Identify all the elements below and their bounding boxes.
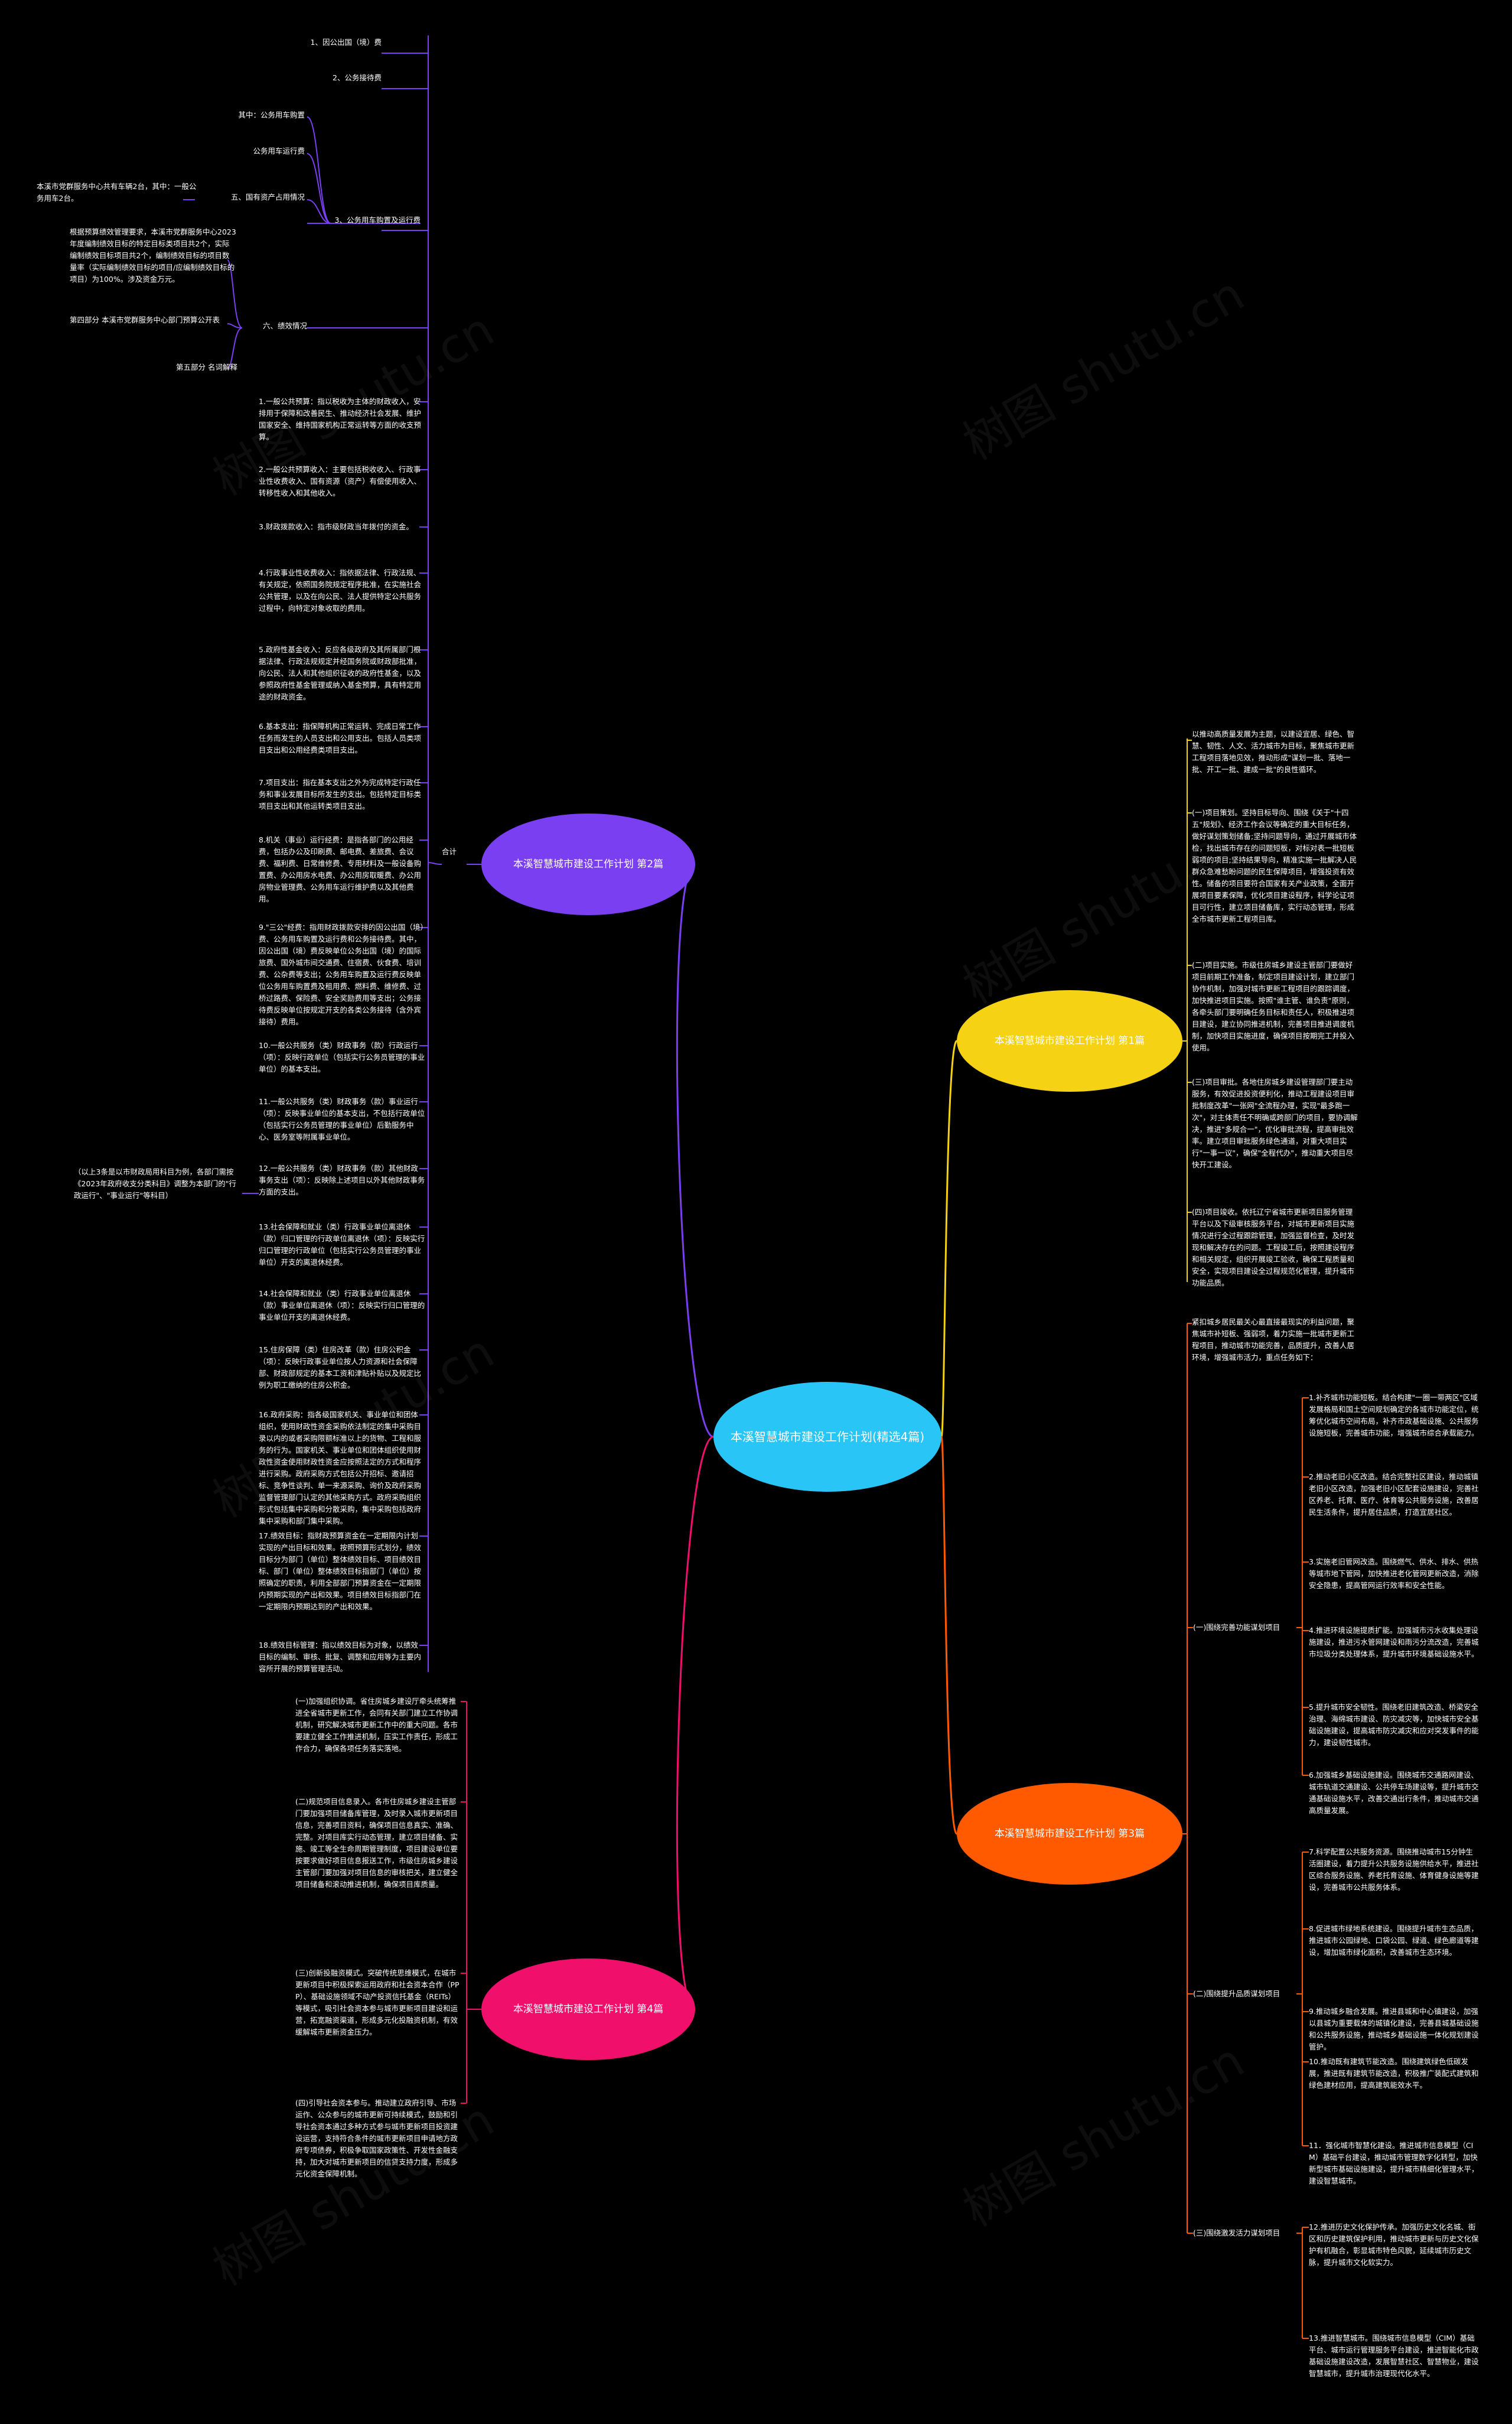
connector bbox=[428, 862, 442, 865]
b3-item: 12.推进历史文化保护传承。加强历史文化名城、街区和历史建筑保护利用，推动城市更… bbox=[1309, 2223, 1479, 2267]
b3-item: 2.推动老旧小区改造。结合完整社区建设，推动城镇老旧小区改造，加强老旧小区配套设… bbox=[1309, 1472, 1479, 1517]
b2-term-18: 18.绩效目标管理：指以绩效目标为对象，以绩效目标的编制、审核、批复、调整和应用… bbox=[259, 1641, 422, 1673]
b1-intro: 以推动高质量发展为主题，以建设宜居、绿色、智慧、韧性、人文、活力城市为目标，聚焦… bbox=[1192, 730, 1355, 774]
b3-group-1: (一)围绕完善功能谋划项目 bbox=[1193, 1623, 1280, 1632]
b3-item: 4.推进环境设施提质扩能。加强城市污水收集处理设施建设，推进污水管网建设和雨污分… bbox=[1309, 1626, 1479, 1658]
b2-term-4: 4.行政事业性收费收入：指依据法律、行政法规、有关规定，依照国务院规定程序批准，… bbox=[259, 568, 422, 613]
b2-term-15: 15.住房保障（类）住房改革（款）住房公积金（项）：反映行政事业单位按人力资源和… bbox=[259, 1345, 422, 1390]
b1-item-1: (一)项目策划。坚持目标导向、围绕《关于"十四五"规划》、经济工作会议等确定的重… bbox=[1192, 808, 1357, 923]
b3-item: 8.促进城市绿地系统建设。围绕提升城市生态品质，推进城市公园绿地、口袋公园、绿道… bbox=[1309, 1924, 1479, 1957]
connector bbox=[940, 1436, 958, 1835]
b3-item: 9.推动城乡融合发展。推进县城和中心镇建设，加强以县城为重要载体的城镇化建设，完… bbox=[1309, 2007, 1479, 2051]
b3-group-2: (二)围绕提升品质谋划项目 bbox=[1193, 1989, 1280, 1998]
b1-item-4: (四)项目竣收。依托辽宁省城市更新项目服务管理平台以及下级审核服务平台，对城市更… bbox=[1192, 1208, 1355, 1287]
b1-item-2: (二)项目实施。市级住房城乡建设主管部门要做好项目前期工作准备，制定项目建设计划… bbox=[1192, 961, 1355, 1052]
total-hub-label: 合计 bbox=[442, 847, 457, 856]
b2-term-7: 7.项目支出：指在基本支出之外为完成特定行政任务和事业发展目标所发生的支出。包括… bbox=[259, 778, 422, 811]
branch-3-node[interactable]: 本溪智慧城市建设工作计划 第3篇 bbox=[957, 1783, 1182, 1885]
b2-item-vehicle-purchase: 其中：公务用车购置 bbox=[238, 110, 305, 119]
branch-4-node[interactable]: 本溪智慧城市建设工作计划 第4篇 bbox=[481, 1958, 695, 2060]
b2-item-vehicle: 3、公务用车购置及运行费 bbox=[334, 216, 421, 224]
b2-item-performance: 六、绩效情况 bbox=[262, 321, 307, 330]
b2-item-performance-detail: 根据预算绩效管理要求，本溪市党群服务中心2023年度编制绩效目标的特定目标类项目… bbox=[70, 227, 236, 284]
b2-term-17: 17.绩效目标：指财政预算资金在一定期限内计划实现的产出目标和效果。按照预算形式… bbox=[259, 1531, 422, 1611]
b2-item-assets-detail: 本溪市党群服务中心共有车辆2台，其中：一般公务用车2台。 bbox=[37, 182, 197, 203]
b2-item-part5: 第五部分 名词解释 bbox=[176, 363, 237, 372]
b3-item: 13.推进智慧城市。围绕城市信息模型（CIM）基础平台、城市运行管理服务平台建设… bbox=[1309, 2334, 1479, 2378]
b1-item-3: (三)项目审批。各地住房城乡建设管理部门要主动服务，有效促进投资便利化，推动工程… bbox=[1192, 1078, 1358, 1169]
b3-item: 3.实施老旧管网改造。围绕燃气、供水、排水、供热等城市地下管网，加快推进老化管网… bbox=[1309, 1557, 1479, 1590]
b2-term-16: 16.政府采购：指各级国家机关、事业单位和团体组织，使用财政性资金采购依法制定的… bbox=[259, 1410, 422, 1525]
b2-item-vehicle-run: 公务用车运行费 bbox=[253, 147, 305, 155]
b2-note: （以上3条是以市财政局用科目为例，各部门需按《2023年政府收支分类科目》调整为… bbox=[74, 1167, 237, 1200]
b2-term-6: 6.基本支出：指保障机构正常运转、完成日常工作任务而发生的人员支出和公用支出。包… bbox=[259, 722, 422, 754]
connector bbox=[940, 1040, 958, 1438]
b2-term-11: 11.一般公共服务（类）财政事务（款）事业运行（项）：反映事业单位的基本支出，不… bbox=[259, 1097, 425, 1141]
b2-term-8: 8.机关（事业）运行经费：是指各部门的公用经费，包括办公及印刷费、邮电费、差旅费… bbox=[259, 835, 422, 903]
b2-term-12: 12.一般公共服务（类）财政事务（款）其他财政事务支出（项）：反映除上述项目以外… bbox=[259, 1164, 425, 1196]
connector bbox=[307, 199, 331, 224]
b2-item-reception: 2、公务接待费 bbox=[333, 73, 382, 82]
b2-term-3: 3.财政拨款收入：指市级财政当年拨付的资金。 bbox=[259, 522, 413, 531]
b4-item-1: (一)加强组织协调。省住房城乡建设厅牵头统筹推进全省城市更新工作，会同有关部门建… bbox=[295, 1697, 458, 1753]
b2-term-5: 5.政府性基金收入：反应各级政府及其所属部门根据法律、行政法规规定并经国务院或财… bbox=[259, 645, 422, 701]
b4-item-2: (二)规范项目信息录入。各市住房城乡建设主管部门要加强项目储备库管理，及时录入城… bbox=[295, 1797, 458, 1889]
b3-item: 10.推动既有建筑节能改造。围绕建筑绿色低碳发展，推进既有建筑节能改造，积极推广… bbox=[1309, 2057, 1479, 2090]
b3-intro: 紧扣城乡居民最关心最直接最现实的利益问题，聚焦城市补短板、强弱项，着力实施一批城… bbox=[1192, 1317, 1355, 1362]
b2-term-10: 10.一般公共服务（类）财政事务（款）行政运行（项）：反映行政单位（包括实行公务… bbox=[259, 1041, 425, 1073]
branch-1-node[interactable]: 本溪智慧城市建设工作计划 第1篇 bbox=[957, 990, 1182, 1092]
b3-item: 1.补齐城市功能短板。结合构建"一圈一带两区"区域发展格局和国土空间规划确定的各… bbox=[1309, 1393, 1479, 1437]
connector bbox=[227, 323, 243, 328]
b2-term-9: 9."三公"经费：指用财政拨款安排的因公出国（境）费、公务用车购置及运行费和公务… bbox=[259, 923, 424, 1026]
connector bbox=[227, 327, 243, 369]
b4-item-4: (四)引导社会资本参与。推动建立政府引导、市场运作、公众参与的城市更新可持续模式… bbox=[295, 2098, 458, 2178]
b3-item: 7.科学配置公共服务资源。围绕推动城市15分钟生活圈建设，着力提升公共服务设施供… bbox=[1309, 1847, 1479, 1892]
b2-term-14: 14.社会保障和就业（类）行政事业单位离退休（款）事业单位离退休（项）：反映实行… bbox=[259, 1289, 425, 1322]
root-node[interactable]: 本溪智慧城市建设工作计划(精选4篇) bbox=[713, 1382, 941, 1492]
b2-term-2: 2.一般公共预算收入：主要包括税收收入、行政事业性收费收入、国有资源（资产）有偿… bbox=[259, 465, 422, 497]
b2-item-part4: 第四部分 本溪市党群服务中心部门预算公开表 bbox=[70, 315, 220, 324]
connector bbox=[227, 259, 243, 328]
branch-2-node[interactable]: 本溪智慧城市建设工作计划 第2篇 bbox=[481, 814, 695, 915]
connector bbox=[307, 116, 331, 224]
b3-item: 5.提升城市安全韧性。围绕老旧建筑改造、桥梁安全治理、海绵城市建设、防灾减灾等，… bbox=[1309, 1703, 1479, 1747]
b2-term-13: 13.社会保障和就业（类）行政事业单位离退休（款）归口管理的行政单位离退休（项）… bbox=[259, 1222, 425, 1267]
connector bbox=[676, 1436, 714, 2010]
b4-item-3: (三)创新投融资模式。突破传统思维模式，在城市更新项目中积极探索运用政府和社会资… bbox=[295, 1969, 460, 2036]
connector bbox=[307, 153, 331, 224]
b2-item-assets: 五、国有资产占用情况 bbox=[230, 193, 305, 201]
b2-term-1: 1.一般公共预算：指以税收为主体的财政收入，安排用于保障和改善民生、推动经济社会… bbox=[259, 397, 422, 441]
b3-item: 6.加强城乡基础设施建设。围绕城市交通路网建设、城市轨道交通建设、公共停车场建设… bbox=[1309, 1771, 1479, 1815]
b3-group-3: (三)围绕激发活力谋划项目 bbox=[1193, 2228, 1280, 2237]
b2-item-overseas: 1、因公出国（境）费 bbox=[310, 38, 382, 47]
connector bbox=[676, 863, 714, 1438]
b3-item: 11．强化城市智慧化建设。推进城市信息模型（CIM）基础平台建设，推动城市管理数… bbox=[1309, 2141, 1479, 2185]
